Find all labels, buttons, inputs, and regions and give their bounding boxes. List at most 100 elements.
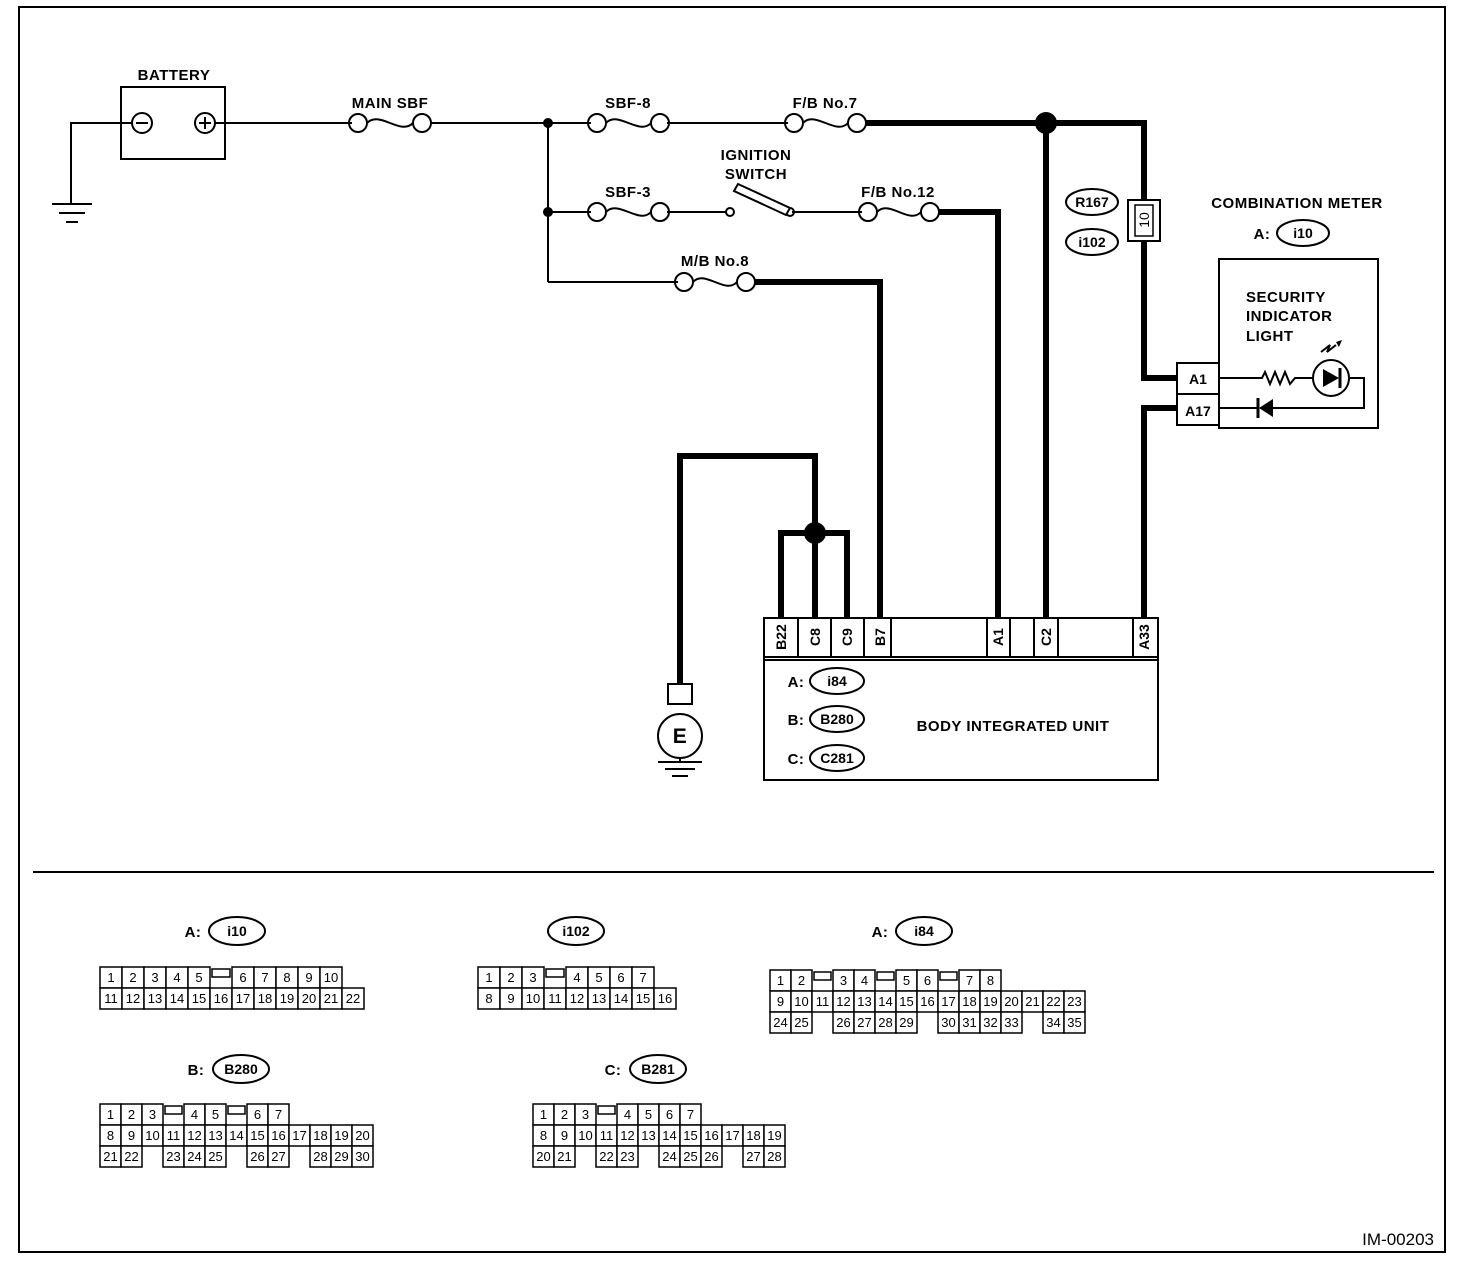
connector-pin: 12 <box>836 994 850 1009</box>
unit-connector-id: C281 <box>820 750 854 766</box>
connector-pin: 26 <box>250 1149 264 1164</box>
security-label-line3: LIGHT <box>1246 328 1294 345</box>
connector-pin: 1 <box>540 1107 547 1122</box>
connector-pin: 16 <box>704 1128 718 1143</box>
diagram-id: IM-00203 <box>1362 1230 1434 1249</box>
connector-pin: 3 <box>582 1107 589 1122</box>
connector-pin: 20 <box>355 1128 369 1143</box>
connector-pin: 9 <box>305 970 312 985</box>
connector-pin: 19 <box>983 994 997 1009</box>
connector-pin: 31 <box>962 1015 976 1030</box>
connector-pin: 7 <box>261 970 268 985</box>
security-label-line1: SECURITY <box>1246 289 1326 306</box>
connector-pin: 20 <box>536 1149 550 1164</box>
connector-pin: 25 <box>208 1149 222 1164</box>
connector-pin: 14 <box>878 994 892 1009</box>
connector-pin: 27 <box>857 1015 871 1030</box>
fb7-label: F/B No.7 <box>793 95 858 112</box>
connector-pin: 1 <box>107 1107 114 1122</box>
connector-pin: 10 <box>578 1128 592 1143</box>
connector-pin: 12 <box>570 991 584 1006</box>
connector-pin: 2 <box>507 970 514 985</box>
connector-pin: 16 <box>658 991 672 1006</box>
connector-view-prefix: C: <box>605 1062 622 1079</box>
unit-connector-id: i84 <box>827 673 847 689</box>
sbf3-label: SBF-3 <box>605 184 651 201</box>
connector-pin: 6 <box>666 1107 673 1122</box>
connector-pin: 15 <box>250 1128 264 1143</box>
connector-pin: 29 <box>899 1015 913 1030</box>
connector-pin: 25 <box>794 1015 808 1030</box>
connector-pin: 6 <box>239 970 246 985</box>
meter-connector-prefix: A: <box>1254 226 1271 243</box>
mb8-label: M/B No.8 <box>681 253 749 270</box>
resistor-icon <box>1219 369 1313 387</box>
connector-pin: 21 <box>324 991 338 1006</box>
connector-pin: 27 <box>271 1149 285 1164</box>
connector-pin: 1 <box>485 970 492 985</box>
junction-dot <box>543 118 553 128</box>
unit-pin-c2: C2 <box>1038 628 1054 646</box>
connector-pin: 21 <box>557 1149 571 1164</box>
combination-meter: COMBINATION METER A: i10 A1 A17 SECURITY… <box>1176 195 1383 429</box>
connector-pin: 29 <box>334 1149 348 1164</box>
connector-pin: 8 <box>485 991 492 1006</box>
connector-pin: 3 <box>529 970 536 985</box>
connector-pin: 28 <box>313 1149 327 1164</box>
connector-pin: 13 <box>148 991 162 1006</box>
battery: BATTERY <box>120 67 226 160</box>
connector-pin: 2 <box>798 973 805 988</box>
connector-pin: 13 <box>208 1128 222 1143</box>
sbf3-fuse-icon: SBF-3 <box>587 184 670 222</box>
connector-pin: 23 <box>166 1149 180 1164</box>
connector-pin: 8 <box>987 973 994 988</box>
security-label-line2: INDICATOR <box>1246 308 1332 325</box>
connector-pin: 9 <box>128 1128 135 1143</box>
connector-pin: 6 <box>617 970 624 985</box>
connector-pin: 3 <box>149 1107 156 1122</box>
fb12-fuse-icon: F/B No.12 <box>858 184 940 222</box>
connector-pin: 5 <box>595 970 602 985</box>
meter-pin-a1: A1 <box>1189 371 1207 387</box>
connector-pin: 24 <box>187 1149 201 1164</box>
connector-pin: 13 <box>592 991 606 1006</box>
connector-pin: 10 <box>526 991 540 1006</box>
battery-label: BATTERY <box>138 67 211 84</box>
connector-pin: 16 <box>271 1128 285 1143</box>
connector-pin: 14 <box>662 1128 676 1143</box>
connector-pin: 17 <box>236 991 250 1006</box>
connector-pin: 13 <box>857 994 871 1009</box>
main-sbf-fuse-icon: MAIN SBF <box>348 95 432 133</box>
connector-pin: 34 <box>1046 1015 1060 1030</box>
connector-pin: 22 <box>124 1149 138 1164</box>
connector-pin: 10 <box>145 1128 159 1143</box>
connector-pin: 3 <box>151 970 158 985</box>
splice-dot <box>804 522 826 544</box>
splice-dot <box>1035 112 1057 134</box>
unit-pin-a1: A1 <box>990 628 1006 646</box>
unit-pin-c9: C9 <box>839 628 855 646</box>
ignition-label-line2: SWITCH <box>725 166 787 183</box>
connector-pin: 30 <box>355 1149 369 1164</box>
unit-pin-b22: B22 <box>773 624 789 650</box>
connector-pin: 17 <box>941 994 955 1009</box>
connector-pin: 4 <box>573 970 580 985</box>
connector-pin: 15 <box>192 991 206 1006</box>
connector-pin: 10 <box>794 994 808 1009</box>
connector-pin: 9 <box>777 994 784 1009</box>
diagram-frame <box>18 6 1446 1253</box>
connector-pin: 4 <box>173 970 180 985</box>
chassis-ground-icon <box>52 122 132 223</box>
connector-pin: 12 <box>620 1128 634 1143</box>
connector-pin: 16 <box>214 991 228 1006</box>
connector-pin: 21 <box>103 1149 117 1164</box>
connector-pin: 18 <box>313 1128 327 1143</box>
connector-pin: 22 <box>1046 994 1060 1009</box>
combination-meter-label: COMBINATION METER <box>1211 195 1383 212</box>
connector-pin: 10 <box>324 970 338 985</box>
connector-view-id: B281 <box>641 1061 675 1077</box>
connector-pin: 20 <box>1004 994 1018 1009</box>
